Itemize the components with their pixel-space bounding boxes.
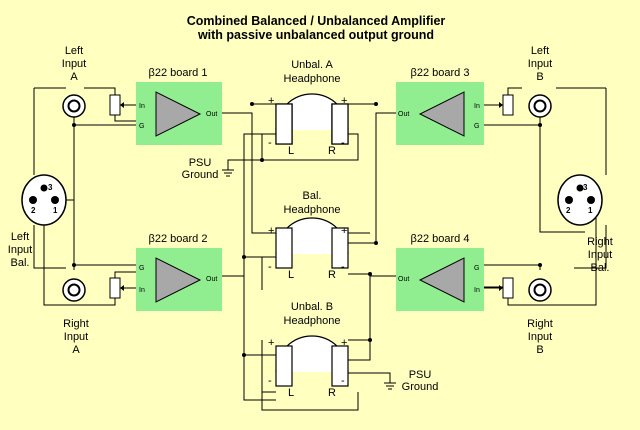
unbal-b-label-1: Unbal. B xyxy=(291,301,333,313)
input-labels: Left Input A Right Input A Left Input B … xyxy=(8,45,613,356)
left-input-bal-3: Bal. xyxy=(11,257,30,269)
right-input-bal-3: Bal. xyxy=(591,262,610,274)
right-input-bal-1: Right xyxy=(587,236,613,248)
headphone-unbal-a xyxy=(275,93,349,145)
left-input-bal-2: Input xyxy=(8,244,32,256)
bal-plus-right: + xyxy=(341,225,347,237)
board-2: G In Out β22 board 2 xyxy=(136,233,222,311)
board-2-in-pin: In xyxy=(139,287,145,294)
unbal-b-label-2: Headphone xyxy=(284,315,341,327)
xlr-left-pin-2: 2 xyxy=(31,206,36,215)
xlr-left-pin-1: 1 xyxy=(53,206,58,215)
diagram-title: Combined Balanced / Unbalanced Amplifier… xyxy=(187,14,446,42)
unbal-b-minus-left: - xyxy=(268,375,272,387)
board-2-out-pin: Out xyxy=(206,276,217,283)
potentiometer-1 xyxy=(109,94,136,116)
jack-right-a xyxy=(62,278,86,302)
unbal-b-minus-right: - xyxy=(341,375,345,387)
left-input-b-1: Left xyxy=(531,45,549,57)
board-4-in-pin: In xyxy=(474,287,480,294)
bal-minus-left: - xyxy=(268,261,272,273)
board-4-out-pin: Out xyxy=(398,276,409,283)
left-input-bal-1: Left xyxy=(11,231,29,243)
board-1: In G Out β22 board 1 xyxy=(136,67,222,145)
right-input-a-2: Input xyxy=(64,331,88,343)
unbal-b-plus-right: + xyxy=(341,337,347,349)
bal-right-label: R xyxy=(328,269,336,281)
jack-left-b xyxy=(528,94,552,118)
left-input-a-1: Left xyxy=(65,45,83,57)
bal-label-2: Headphone xyxy=(284,204,341,216)
board-3: Out In G β22 board 3 xyxy=(396,67,484,145)
jack-right-b xyxy=(528,278,552,302)
title-line-2: with passive unbalanced output ground xyxy=(197,28,434,42)
board-3-g-pin: G xyxy=(474,123,479,130)
junction-dots xyxy=(72,102,542,357)
bal-minus-right: - xyxy=(341,261,345,273)
wiring xyxy=(33,87,607,411)
potentiometer-3 xyxy=(484,94,514,116)
unbal-a-label-2: Headphone xyxy=(284,73,341,85)
board-1-in-pin: In xyxy=(139,103,145,110)
unbal-b-left-label: L xyxy=(288,387,294,399)
psu-ground-top-label-1: PSU xyxy=(189,157,212,169)
headphone-unbal-b xyxy=(275,335,349,387)
right-input-a-3: A xyxy=(72,344,80,356)
board-2-g-pin: G xyxy=(139,265,144,272)
unbal-a-plus-left: + xyxy=(268,95,274,107)
unbal-a-minus-left: - xyxy=(268,137,272,149)
bal-label-1: Bal. xyxy=(303,190,322,202)
headphone-bal xyxy=(275,217,349,269)
potentiometer-4 xyxy=(484,277,514,299)
board-3-out-pin: Out xyxy=(398,111,409,118)
title-line-1: Combined Balanced / Unbalanced Amplifier xyxy=(187,14,446,28)
potentiometer-2 xyxy=(109,277,136,299)
board-4-g-pin: G xyxy=(474,265,479,272)
psu-ground-top: PSU Ground xyxy=(182,157,234,181)
right-input-bal-2: Input xyxy=(588,249,612,261)
psu-ground-bottom-label-2: Ground xyxy=(402,381,439,393)
headphone-labels: Unbal. A Headphone Bal. Headphone Unbal.… xyxy=(268,59,347,399)
right-input-b-3: B xyxy=(536,344,543,356)
left-input-a-3: A xyxy=(70,71,78,83)
unbal-a-label-1: Unbal. A xyxy=(291,59,333,71)
unbal-a-left-label: L xyxy=(288,145,294,157)
left-input-b-2: Input xyxy=(528,58,552,70)
left-input-a-2: Input xyxy=(62,58,86,70)
xlr-left: 2 1 3 xyxy=(21,174,67,226)
unbal-a-right-label: R xyxy=(328,145,336,157)
unbal-a-plus-right: + xyxy=(341,95,347,107)
xlr-right-pin-2: 2 xyxy=(566,206,571,215)
psu-ground-bottom-label-1: PSU xyxy=(409,369,432,381)
board-2-label: β22 board 2 xyxy=(149,233,208,245)
bal-left-label: L xyxy=(288,269,294,281)
psu-ground-top-label-2: Ground xyxy=(182,169,219,181)
right-input-a-1: Right xyxy=(63,318,89,330)
board-1-label: β22 board 1 xyxy=(149,67,208,79)
board-4-label: β22 board 4 xyxy=(411,233,470,245)
unbal-b-plus-left: + xyxy=(268,337,274,349)
right-input-b-1: Right xyxy=(527,318,553,330)
board-3-in-pin: In xyxy=(474,103,480,110)
unbal-b-right-label: R xyxy=(328,387,336,399)
psu-ground-bottom: PSU Ground xyxy=(384,369,438,393)
board-1-out-pin: Out xyxy=(206,111,217,118)
unbal-a-minus-right: - xyxy=(341,137,345,149)
board-3-label: β22 board 3 xyxy=(411,67,470,79)
xlr-right-pin-1: 1 xyxy=(588,206,593,215)
board-1-g-pin: G xyxy=(139,123,144,130)
bal-plus-left: + xyxy=(268,225,274,237)
xlr-right: 2 1 3 xyxy=(557,174,603,226)
xlr-right-pin-3: 3 xyxy=(583,183,588,192)
jack-left-a xyxy=(62,94,86,118)
left-input-b-3: B xyxy=(536,71,543,83)
board-4: Out G In β22 board 4 xyxy=(396,233,484,311)
right-input-b-2: Input xyxy=(528,331,552,343)
xlr-left-pin-3: 3 xyxy=(48,183,53,192)
